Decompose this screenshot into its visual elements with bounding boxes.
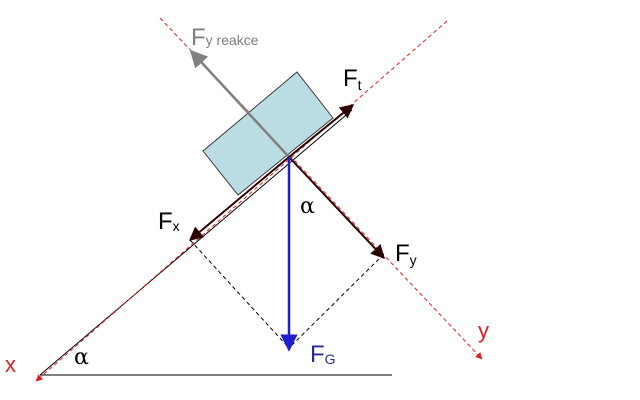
parallel-force-label-main: F <box>158 208 173 235</box>
x-axis-label: x <box>5 352 16 377</box>
parallel-force-arrow <box>188 156 290 241</box>
construction-line-2 <box>288 253 385 349</box>
normal-component-label-main: F <box>395 240 410 267</box>
friction-force-label: Ft <box>343 65 362 93</box>
friction-force-label-main: F <box>343 65 358 92</box>
construction-line-1 <box>189 239 290 349</box>
normal-component-label-sub: y <box>410 252 417 268</box>
gravity-force-label-main: F <box>310 341 325 368</box>
reaction-force-arrow <box>189 49 290 158</box>
normal-component-label: Fy <box>395 240 417 268</box>
friction-force-arrow <box>288 104 355 158</box>
gravity-force-label-sub: G <box>325 351 336 367</box>
gravity-force-label: FG <box>310 341 336 368</box>
reaction-force-label: Fy reakce <box>191 24 259 51</box>
parallel-force-label: Fx <box>158 208 180 235</box>
x-axis-line <box>35 20 448 382</box>
normal-component-arrow <box>288 156 385 260</box>
alpha-force-label: α <box>300 194 315 219</box>
alpha-ground-label: α <box>74 345 89 370</box>
incline-surface <box>39 109 353 376</box>
friction-force-label-sub: t <box>358 77 362 93</box>
parallel-force-label-sub: x <box>173 218 180 234</box>
reaction-force-label-sub: y reakce <box>206 32 259 48</box>
y-axis-label: y <box>478 318 489 343</box>
reaction-force-label-main: F <box>191 24 206 51</box>
